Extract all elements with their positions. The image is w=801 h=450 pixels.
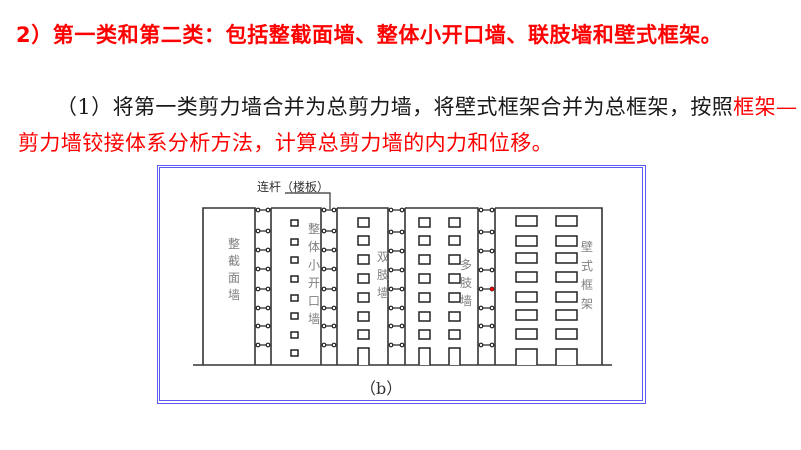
link-label: 连杆（楼板） — [257, 180, 330, 194]
body-paragraph: （1）将第一类剪力墙合并为总剪力墙，将壁式框架合并为总框架，按照框架—剪力墙铰接… — [18, 89, 798, 161]
label-wall-frame: 壁式框架 — [581, 240, 594, 311]
paragraph-red-text: 框架—剪力墙铰接体系分析方法，计算总剪力墙的内力和位移。 — [18, 95, 798, 155]
highlight-dot — [490, 287, 494, 291]
label-multi-limb-wall: 多肢墙 — [460, 258, 473, 308]
windows — [290, 215, 578, 365]
section-heading: 2）第一类和第二类：包括整截面墙、整体小开口墙、联肢墙和壁式框架。 — [16, 23, 723, 47]
label-solid-wall: 整截面墙 — [228, 237, 241, 302]
paragraph-prefix: （1） — [56, 95, 113, 119]
shear-wall-diagram: 连杆（楼板） 整截面墙 整体小开口墙 双肢墙 多肢墙 壁式框架 （b） — [157, 165, 646, 404]
solid-wall-outline — [202, 207, 256, 365]
paragraph-black-text: 将第一类剪力墙合并为总剪力墙，将壁式框架合并为总框架，按照 — [112, 95, 734, 119]
label-small-opening-wall: 整体小开口墙 — [308, 222, 321, 326]
figure-caption: （b） — [360, 379, 403, 398]
label-double-limb-wall: 双肢墙 — [377, 250, 390, 300]
link-bars — [255, 207, 495, 348]
